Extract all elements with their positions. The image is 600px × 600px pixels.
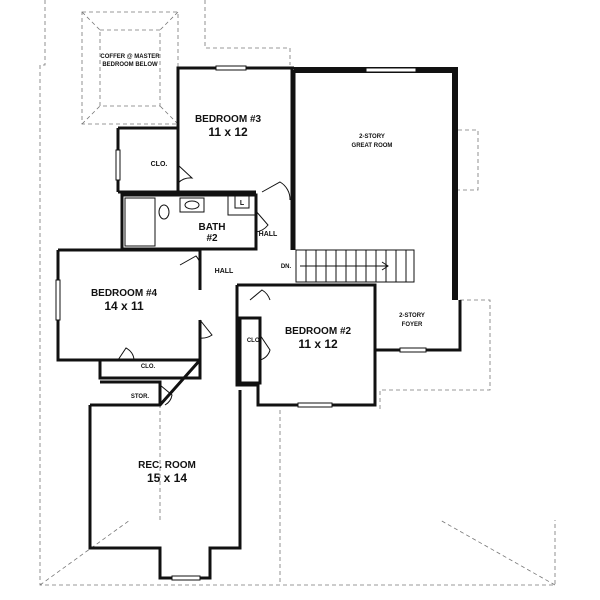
fixtures — [158, 197, 205, 220]
clo-mid-label: CLO. — [141, 364, 156, 370]
linen-label: L — [240, 200, 245, 207]
great-room-label-2: GREAT ROOM — [352, 143, 393, 149]
bath-label-2: #2 — [206, 233, 218, 244]
toilet-icon — [158, 204, 170, 220]
windows — [55, 65, 427, 581]
doors — [117, 164, 291, 406]
stor-label: STOR. — [131, 394, 150, 400]
hall-left-label: HALL — [215, 268, 234, 275]
lower-floor-outline — [39, 0, 556, 586]
great-room-label-1: 2-STORY — [359, 134, 385, 140]
stair-treads — [300, 250, 407, 282]
bath-label-1: BATH — [198, 222, 225, 233]
stairs-label: DN. — [281, 264, 292, 270]
bedroom2-name: BEDROOM #2 — [285, 326, 352, 337]
bedroom4-name: BEDROOM #4 — [91, 288, 158, 299]
bedroom4-size: 14 x 11 — [104, 299, 144, 313]
rec-room-name: REC. ROOM — [138, 460, 196, 471]
clo-top-label: CLO. — [151, 161, 168, 168]
bedroom3-size: 11 x 12 — [208, 125, 248, 139]
sink-icon — [184, 200, 200, 210]
coffer-label-2: BEDROOM BELOW — [102, 62, 158, 68]
room-labels: COFFER @ MASTER BEDROOM BELOW BEDROOM #3… — [91, 54, 425, 485]
foyer-label-1: 2-STORY — [399, 313, 425, 319]
hall-right-label: HALL — [259, 231, 278, 238]
foyer-label-2: FOYER — [402, 322, 423, 328]
coffer-label-1: COFFER @ MASTER — [100, 54, 160, 60]
walls — [56, 66, 462, 580]
clo-b2-label: CLO. — [247, 338, 262, 344]
bedroom2-size: 11 x 12 — [298, 337, 338, 351]
bedroom3-name: BEDROOM #3 — [195, 114, 262, 125]
rec-room-size: 15 x 14 — [147, 471, 187, 485]
